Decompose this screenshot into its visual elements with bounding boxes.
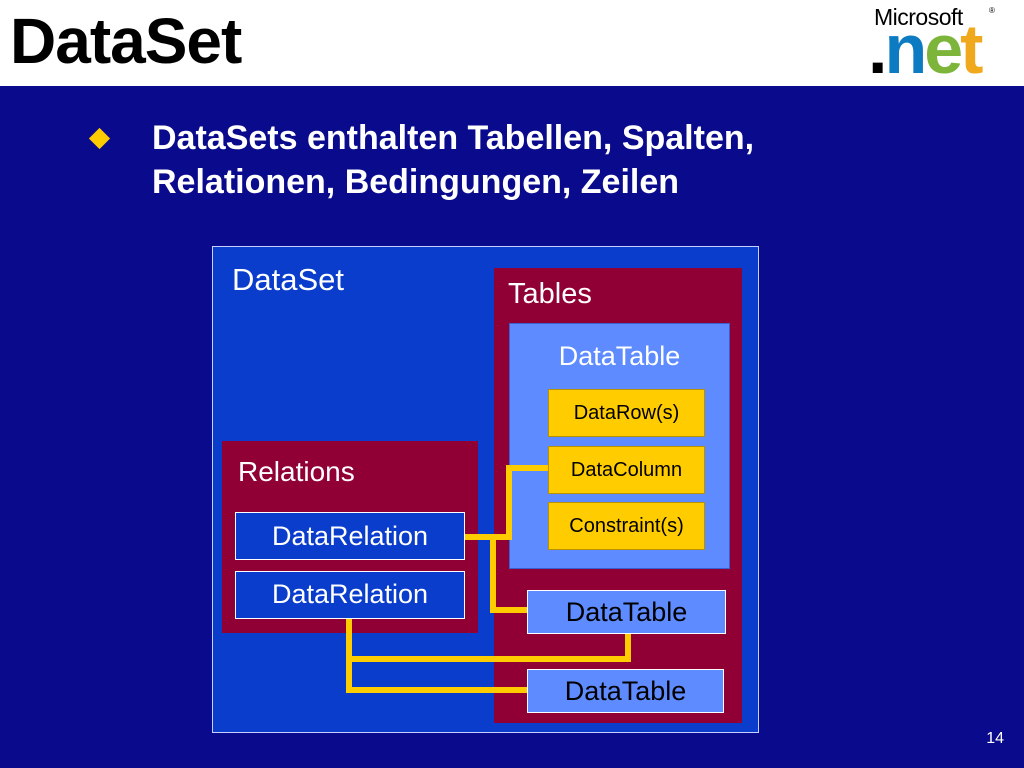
- logo-dot: .: [868, 10, 888, 88]
- datarelation-box-1: DataRelation: [235, 512, 465, 560]
- datacolumn-box: DataColumn: [548, 446, 705, 494]
- diamond-bullet-icon: [88, 127, 111, 150]
- logo-brand-text: Microsoft: [874, 4, 963, 30]
- slide-header: DataSet Microsoft ® .net: [0, 0, 1024, 86]
- constraints-box: Constraint(s): [548, 502, 705, 550]
- logo-letter-n: n: [884, 10, 927, 88]
- datatable-box-2: DataTable: [527, 590, 726, 634]
- logo-registered-mark: ®: [989, 6, 995, 15]
- dataset-label: DataSet: [232, 262, 345, 297]
- page-number: 14: [986, 730, 1004, 747]
- datarelation-box-2: DataRelation: [235, 571, 465, 619]
- microsoft-net-logo: Microsoft ® .net: [868, 0, 1018, 86]
- logo-letter-e: e: [924, 10, 963, 88]
- datatable-box-3: DataTable: [527, 669, 724, 713]
- slide-title: DataSet: [10, 5, 242, 77]
- relations-label: Relations: [238, 456, 355, 487]
- tables-label: Tables: [508, 278, 592, 310]
- logo-net-wordmark: .net: [868, 10, 984, 88]
- logo-letter-t: t: [960, 10, 983, 88]
- datatable-main-label: DataTable: [558, 341, 681, 371]
- bullet-point-text: DataSets enthalten Tabellen, Spalten, Re…: [152, 119, 755, 201]
- datarows-box: DataRow(s): [548, 389, 705, 437]
